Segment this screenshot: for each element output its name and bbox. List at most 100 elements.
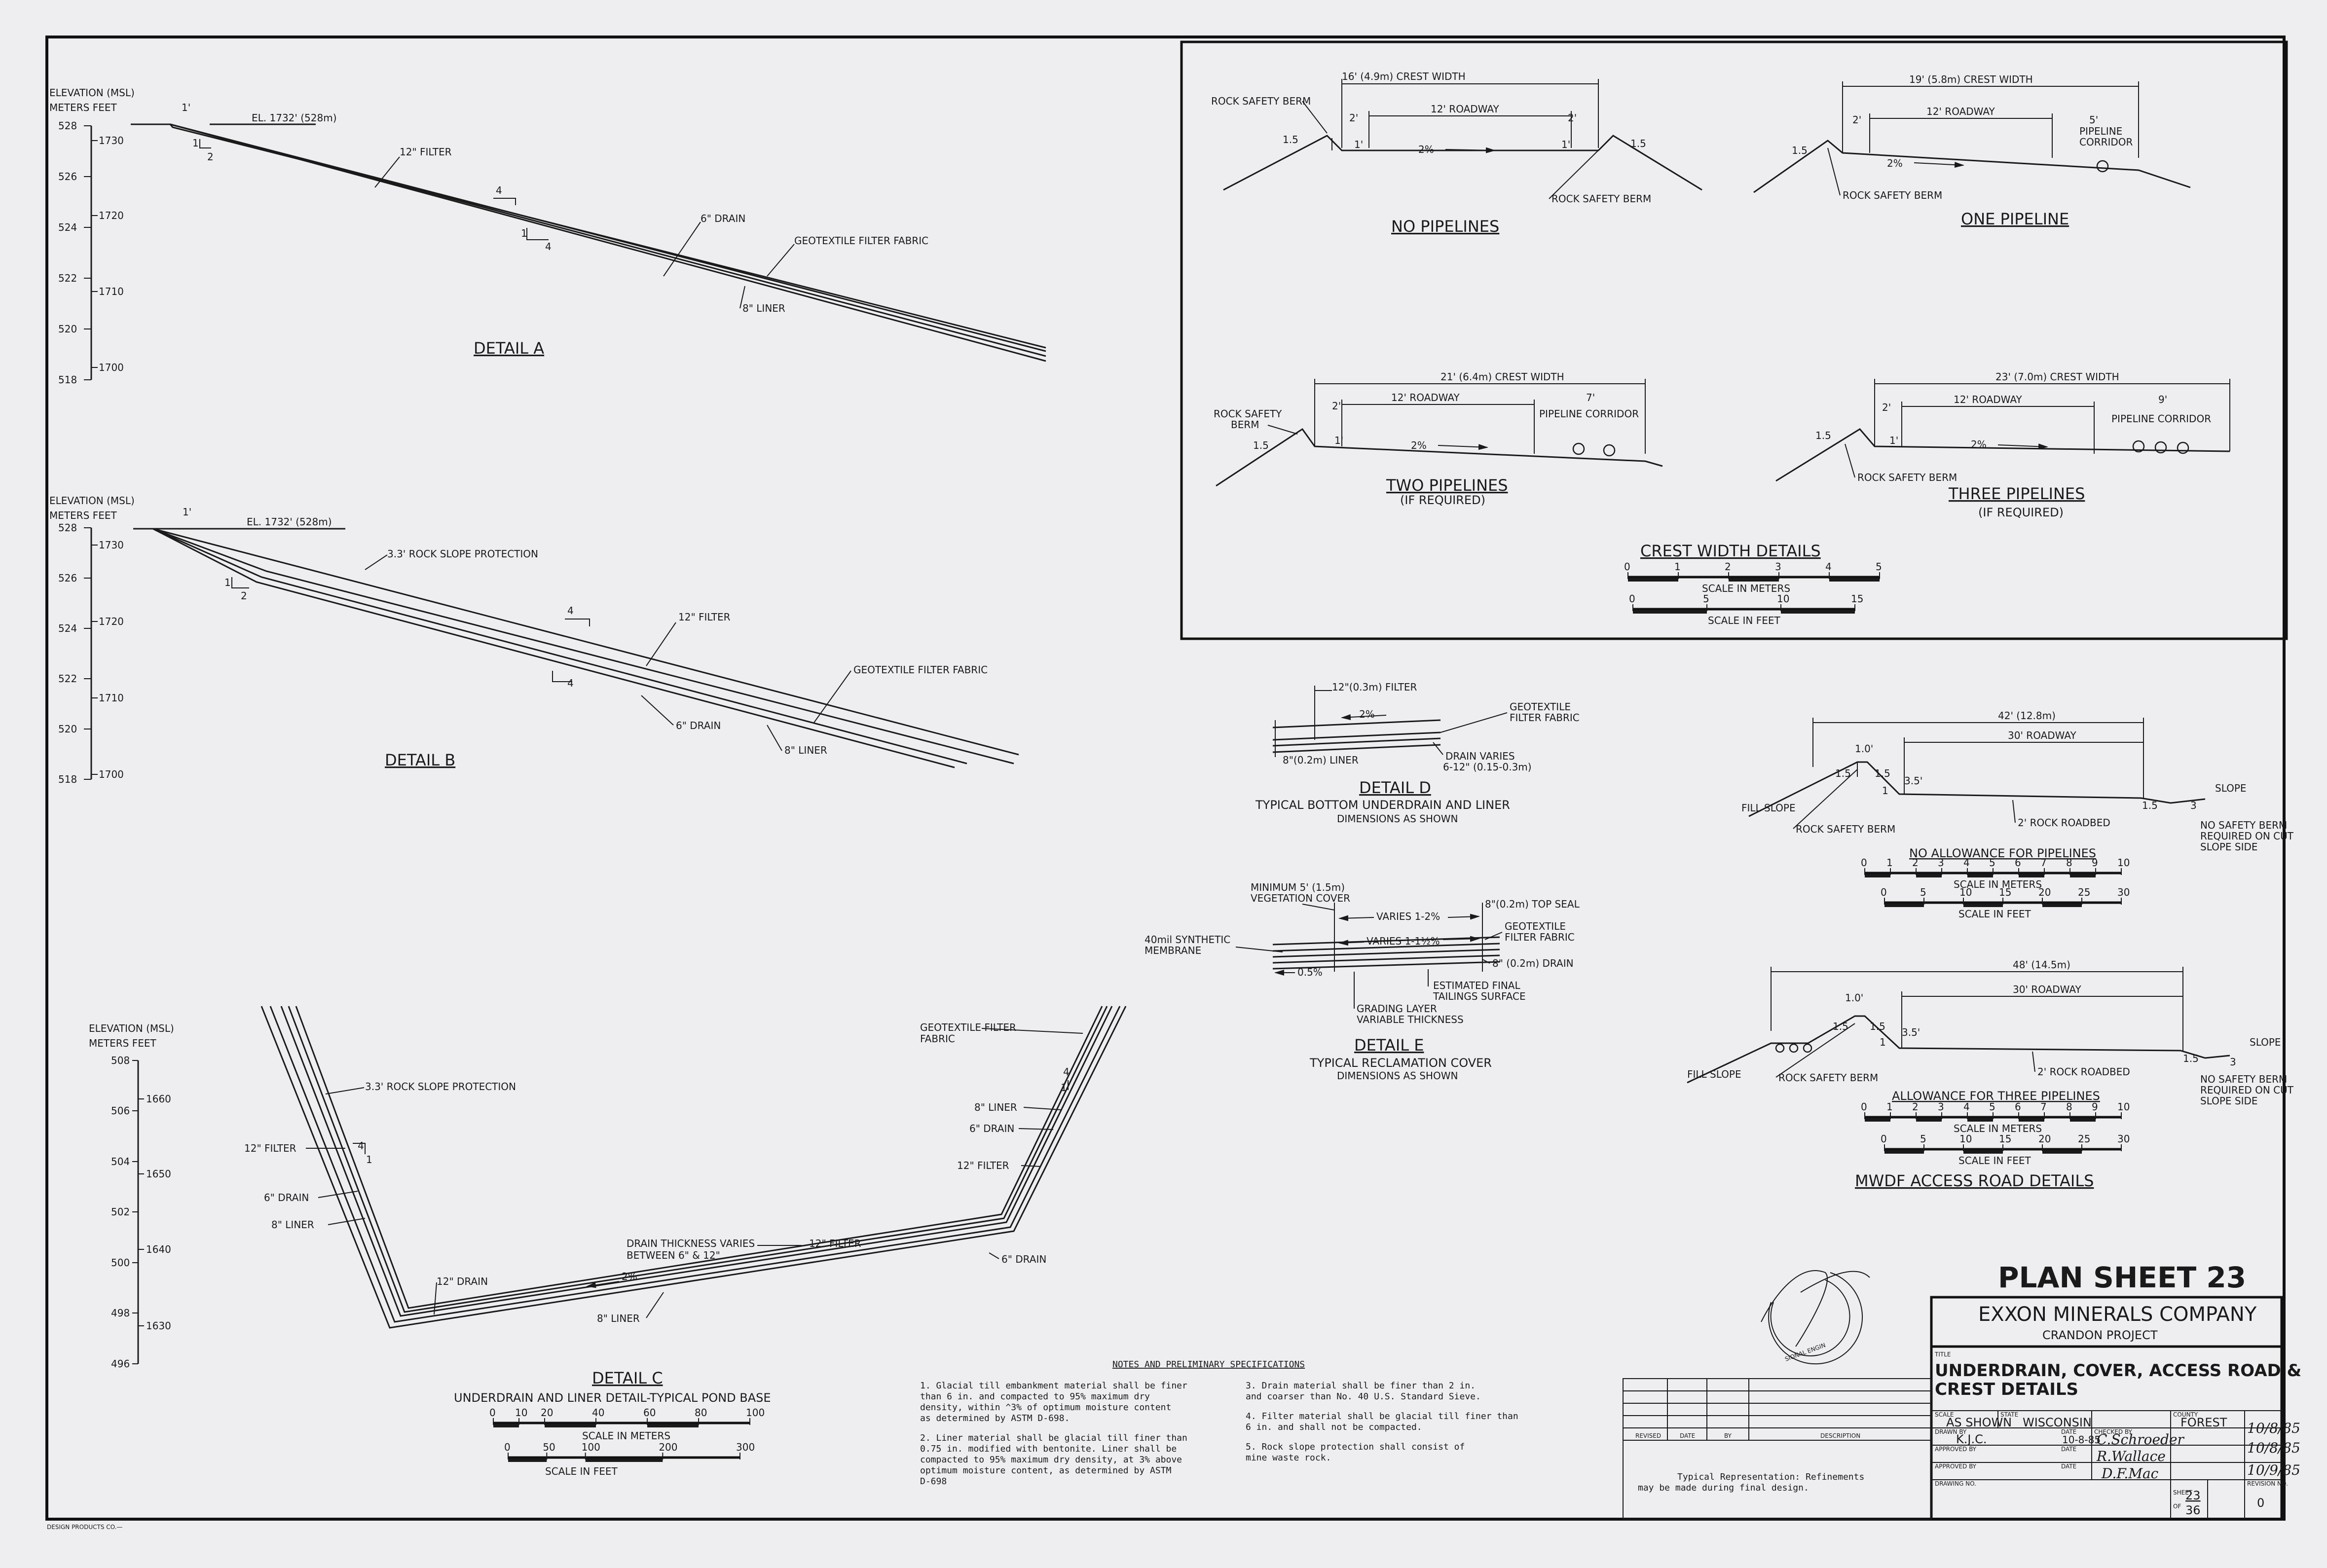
- svg-text:VARIES 1-1½%: VARIES 1-1½%: [1367, 935, 1440, 947]
- svg-text:524: 524: [58, 622, 77, 634]
- scale-tick-label: 8: [2066, 1101, 2072, 1113]
- note-line: 0.75 in. modified with bentonite. Liner …: [920, 1444, 1177, 1454]
- svg-text:2': 2': [1882, 401, 1891, 413]
- svg-text:2%: 2%: [1418, 144, 1434, 155]
- note-line: mine waste rock.: [1246, 1453, 1331, 1463]
- svg-text:REQUIRED ON CUT: REQUIRED ON CUT: [2200, 830, 2294, 842]
- svg-text:(IF REQUIRED): (IF REQUIRED): [1400, 493, 1485, 507]
- scale-tick-label: 9: [2092, 857, 2098, 869]
- crest-one-pipeline: 19' (5.8m) CREST WIDTH 12' ROADWAY 2' 5'…: [1753, 73, 2191, 228]
- svg-text:1.5: 1.5: [1815, 430, 1831, 441]
- svg-text:12" FILTER: 12" FILTER: [678, 611, 731, 623]
- svg-text:10/9/85: 10/9/85: [2247, 1462, 2300, 1478]
- svg-text:522: 522: [58, 673, 77, 685]
- svg-text:6" DRAIN: 6" DRAIN: [676, 720, 721, 731]
- svg-text:1630: 1630: [146, 1320, 171, 1332]
- svg-text:3.3' ROCK SLOPE PROTECTION: 3.3' ROCK SLOPE PROTECTION: [387, 548, 538, 560]
- svg-text:1700: 1700: [99, 362, 124, 373]
- note-line: density, within ^3% of optimum moisture …: [920, 1402, 1171, 1413]
- scale-tick-label: 15: [1851, 593, 1863, 605]
- road-three-allowance: 48' (14.5m) 30' ROADWAY 1.0' 3.5' 1.5 1.…: [1687, 959, 2294, 1167]
- svg-text:1.5: 1.5: [2183, 1053, 2199, 1064]
- scale-tick-label: 1: [1674, 561, 1681, 573]
- svg-text:36: 36: [2185, 1503, 2201, 1517]
- svg-text:1710: 1710: [99, 692, 124, 704]
- meter-ticks: 528 526 524 522 520 518: [58, 120, 91, 386]
- svg-text:SCALE IN METERS: SCALE IN METERS: [1702, 583, 1790, 594]
- svg-text:MEMBRANE: MEMBRANE: [1145, 945, 1201, 956]
- svg-text:6-12" (0.15-0.3m): 6-12" (0.15-0.3m): [1443, 761, 1532, 773]
- svg-text:0.5%: 0.5%: [1297, 966, 1323, 978]
- scale-tick-label: 8: [2066, 857, 2072, 869]
- note-line: D-698: [920, 1476, 947, 1487]
- svg-text:8" (0.2m) DRAIN: 8" (0.2m) DRAIN: [1492, 957, 1574, 969]
- note-line: compacted to 95% maximum dry density, at…: [920, 1455, 1182, 1465]
- svg-text:40mil SYNTHETIC: 40mil SYNTHETIC: [1145, 934, 1230, 946]
- svg-text:2%: 2%: [1887, 157, 1903, 169]
- scale-tick-label: 25: [2078, 1133, 2090, 1145]
- scale-tick-label: 10: [2117, 857, 2130, 869]
- svg-text:6" DRAIN: 6" DRAIN: [1001, 1253, 1046, 1265]
- svg-text:TWO PIPELINES: TWO PIPELINES: [1386, 476, 1508, 495]
- svg-text:6" DRAIN: 6" DRAIN: [969, 1123, 1014, 1134]
- scale-tick-label: 0: [1881, 1133, 1887, 1145]
- svg-text:8" LINER: 8" LINER: [784, 744, 827, 756]
- detail-b: ELEVATION (MSL) METERS FEET 528 526 524 …: [49, 495, 1019, 785]
- svg-text:DIMENSIONS AS SHOWN: DIMENSIONS AS SHOWN: [1337, 813, 1458, 825]
- svg-text:NO PIPELINES: NO PIPELINES: [1391, 217, 1499, 236]
- scale-tick-label: 3: [1775, 561, 1781, 573]
- svg-text:30' ROADWAY: 30' ROADWAY: [2013, 984, 2081, 995]
- svg-text:3: 3: [2190, 800, 2197, 811]
- svg-text:R.Wallace: R.Wallace: [2096, 1448, 2166, 1464]
- scale-tick-label: 25: [2078, 886, 2090, 898]
- detail-a-title: DETAIL A: [474, 339, 544, 358]
- svg-text:GEOTEXTILE FILTER FABRIC: GEOTEXTILE FILTER FABRIC: [853, 664, 988, 676]
- scale-tick-label: 200: [659, 1441, 677, 1453]
- note-line: 3. Drain material shall be finer than 2 …: [1246, 1381, 1476, 1391]
- svg-text:496: 496: [111, 1358, 130, 1370]
- note-line: 4. Filter material shall be glacial till…: [1246, 1411, 1518, 1422]
- svg-text:7': 7': [1586, 392, 1595, 403]
- svg-text:THREE PIPELINES: THREE PIPELINES: [1948, 484, 2085, 503]
- scale-tick-label: 30: [2117, 1133, 2130, 1145]
- svg-text:1': 1': [183, 506, 191, 518]
- svg-text:518: 518: [58, 773, 77, 785]
- note-line: 2. Liner material shall be glacial till …: [920, 1433, 1187, 1443]
- svg-text:526: 526: [58, 171, 77, 182]
- svg-text:MWDF ACCESS ROAD DETAILS: MWDF ACCESS ROAD DETAILS: [1855, 1171, 2094, 1190]
- note-line: 5. Rock slope protection shall consist o…: [1246, 1442, 1465, 1452]
- meter-ticks: 508 506 504 502 500 498 496: [111, 1055, 138, 1370]
- svg-text:5': 5': [2089, 114, 2098, 126]
- svg-text:1': 1': [1561, 139, 1570, 150]
- svg-text:502: 502: [111, 1206, 130, 1218]
- svg-text:9': 9': [2158, 394, 2167, 405]
- svg-text:WISCONSIN: WISCONSIN: [2023, 1416, 2092, 1429]
- crest-title: CREST WIDTH DETAILS: [1640, 542, 1821, 560]
- svg-text:SCALE IN FEET: SCALE IN FEET: [1708, 615, 1780, 626]
- svg-text:6" DRAIN: 6" DRAIN: [264, 1192, 309, 1203]
- scale-tick-label: 0: [1629, 593, 1635, 605]
- svg-text:Typical Representation: Refine: Typical Representation: Refinements: [1677, 1472, 1864, 1482]
- svg-text:CORRIDOR: CORRIDOR: [2079, 136, 2133, 148]
- revision-table: REVISED DATE BY DESCRIPTION Typical Repr…: [1623, 1378, 1932, 1520]
- svg-text:FOREST: FOREST: [2180, 1416, 2227, 1429]
- svg-text:DRAIN THICKNESS VARIES: DRAIN THICKNESS VARIES: [627, 1238, 755, 1249]
- scale-tick-label: 5: [1989, 857, 1995, 869]
- svg-text:1.0': 1.0': [1855, 743, 1873, 755]
- svg-text:10/8/85: 10/8/85: [2247, 1420, 2300, 1436]
- detail-d: 12"(0.3m) FILTER GEOTEXTILE FILTER FABRI…: [1255, 681, 1580, 825]
- svg-text:BETWEEN 6" & 12": BETWEEN 6" & 12": [627, 1249, 720, 1261]
- svg-text:APPROVED BY: APPROVED BY: [1935, 1463, 1977, 1470]
- scale-tick-label: 0: [1881, 886, 1887, 898]
- svg-text:12"(0.3m) FILTER: 12"(0.3m) FILTER: [1332, 681, 1417, 693]
- svg-text:48' (14.5m): 48' (14.5m): [2013, 959, 2070, 971]
- svg-text:12" FILTER: 12" FILTER: [809, 1238, 861, 1249]
- svg-text:SCALE IN METERS: SCALE IN METERS: [1954, 1123, 2042, 1134]
- svg-text:SCALE: SCALE: [1935, 1411, 1954, 1418]
- note-line: 6 in. and shall not be compacted.: [1246, 1422, 1422, 1432]
- scale-tick-label: 30: [2117, 886, 2130, 898]
- svg-text:1: 1: [366, 1154, 372, 1166]
- scale-tick-label: 5: [1703, 593, 1709, 605]
- svg-text:STATE: STATE: [2000, 1411, 2018, 1418]
